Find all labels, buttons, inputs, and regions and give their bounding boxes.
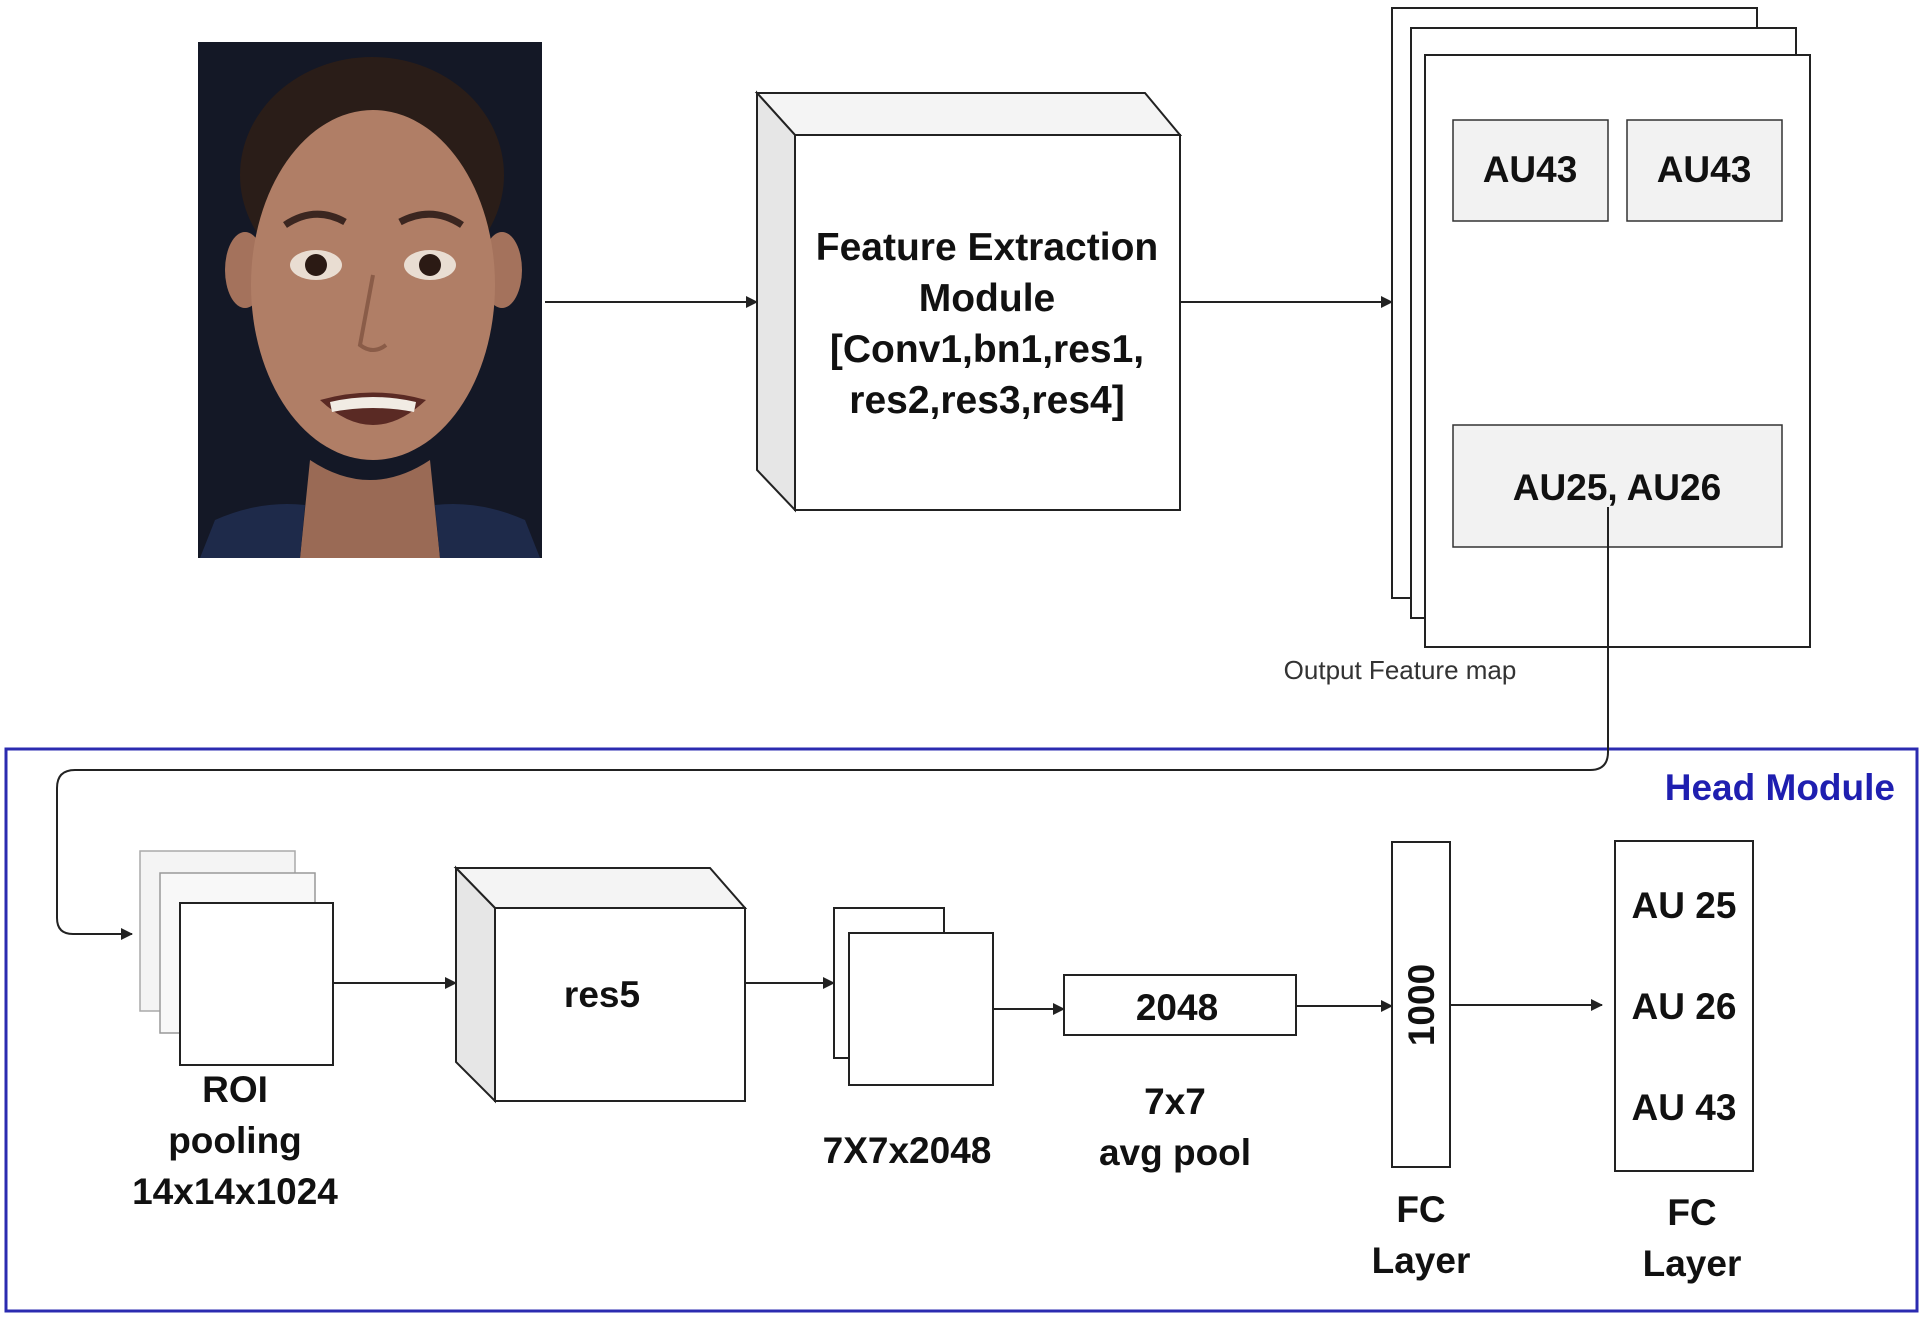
au-region-box xyxy=(1452,119,1609,222)
output-feature-map-stack: AU43 AU43 AU25, AU26 xyxy=(1391,7,1811,648)
output-au-item: AU 26 xyxy=(1632,986,1737,1027)
fc-output-layer xyxy=(1614,840,1754,1172)
roi-label-line3: 14x14x1024 xyxy=(132,1171,338,1212)
feature-extraction-line1: Feature Extraction xyxy=(816,226,1158,269)
arrow-roi-connector xyxy=(56,507,1609,940)
avg-pool-label-line2: avg pool xyxy=(1099,1132,1251,1173)
output-au-item: AU 25 xyxy=(1632,885,1737,926)
fc2-label-line2: Layer xyxy=(1643,1243,1742,1284)
map-7x7-stack xyxy=(833,907,994,1086)
fc2-label-line1: FC xyxy=(1667,1192,1716,1233)
fc-1000-layer xyxy=(1391,841,1451,1168)
fc-1000-value: 1000 xyxy=(1401,964,1442,1046)
roi-label-line2: pooling xyxy=(168,1120,302,1161)
res5-label: res5 xyxy=(564,974,640,1015)
input-face-image xyxy=(198,42,542,558)
roi-pooling-stack xyxy=(139,850,334,1066)
head-module-title: Head Module xyxy=(1665,767,1895,808)
feature-extraction-line2: Module xyxy=(919,277,1055,320)
head-module-frame xyxy=(4,747,1919,1313)
fc1-label-line2: Layer xyxy=(1372,1240,1471,1281)
au-box-2-label: AU43 xyxy=(1657,149,1752,190)
avg-pool-label-line1: 7x7 xyxy=(1144,1081,1206,1122)
res5-block xyxy=(453,865,748,1104)
map-7x7-label: 7X7x2048 xyxy=(823,1130,992,1171)
au-box-3-label: AU25, AU26 xyxy=(1513,467,1721,508)
roi-label-line1: ROI xyxy=(202,1069,268,1110)
au-region-box xyxy=(1626,119,1783,222)
au-box-1-label: AU43 xyxy=(1483,149,1578,190)
feature-map-caption: Output Feature map xyxy=(1284,655,1517,685)
feature-extraction-block: Feature Extraction Module [Conv1,bn1,res… xyxy=(754,90,1183,513)
fc1-label-line1: FC xyxy=(1396,1189,1445,1230)
avg-pool-value: 2048 xyxy=(1136,987,1218,1028)
feature-extraction-line3: [Conv1,bn1,res1, xyxy=(830,328,1144,371)
output-au-item: AU 43 xyxy=(1632,1087,1737,1128)
au-region-box xyxy=(1452,424,1783,548)
feature-extraction-line4: res2,res3,res4] xyxy=(849,379,1124,422)
